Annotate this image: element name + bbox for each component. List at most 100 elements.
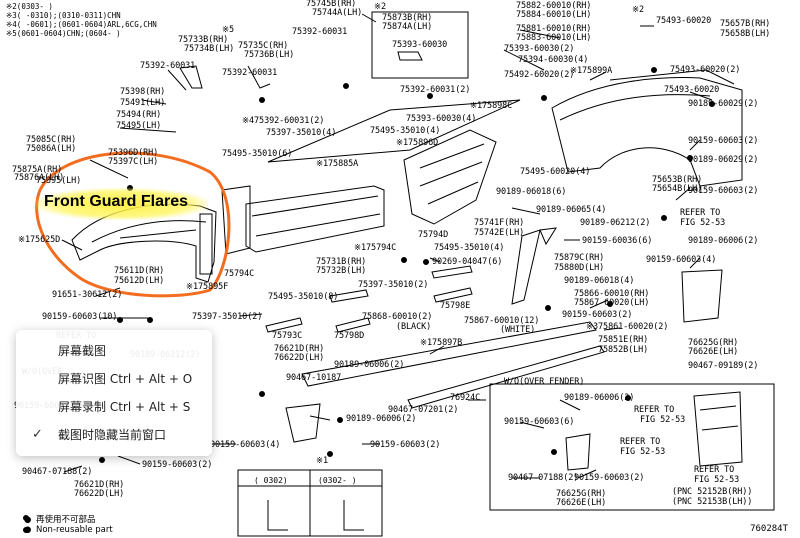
part-number-label: 75742E(LH) — [474, 228, 525, 238]
part-number-label: 90467-07188(2) — [22, 467, 93, 477]
menu-item-label: 屏幕截图 — [58, 344, 107, 358]
context-menu: 屏幕截图 屏幕识图 Ctrl + Alt + O 屏幕录制 Ctrl + Alt… — [16, 330, 212, 456]
part-number-label: 90159-60603(2) — [688, 186, 759, 196]
menu-item-hide-window[interactable]: ✓ 截图时隐藏当前窗口 — [16, 422, 212, 448]
part-number-label: 90159-60036(6) — [582, 236, 653, 246]
part-number-label: 75876A(LH) — [14, 173, 65, 183]
menu-item-label: 屏幕录制 Ctrl + Alt + S — [58, 400, 191, 414]
legend-entry: ●再使用不可部品 — [24, 513, 96, 525]
part-number-label: 75611D(RH) — [114, 266, 165, 276]
part-number-label: 75495-35010(4) — [370, 126, 441, 136]
part-number-label: 76622D(LH) — [74, 489, 125, 499]
mud-flap-part — [285, 403, 321, 443]
part-number-label: 75798D — [334, 331, 365, 341]
part-number-label: 75493-60020(2) — [670, 65, 741, 75]
part-number-label: 75733B(RH) — [178, 35, 229, 45]
part-number-label: 75883-60010(LH) — [516, 33, 592, 43]
part-number-label: ※5 — [222, 25, 235, 35]
header-note: ※4( -0601);(0601-0604)ARL,6CG,CHN — [6, 20, 157, 29]
bracket-part — [343, 500, 364, 531]
upper-panel-part — [267, 99, 521, 163]
part-number-label: ※175898C — [470, 101, 513, 111]
mud-guard-part — [693, 391, 743, 467]
menu-item-screen-recognition[interactable]: 屏幕识图 Ctrl + Alt + O — [16, 366, 212, 392]
part-number-label: 90189-06006(2) — [346, 414, 417, 424]
part-number-label: 75874A(LH) — [382, 22, 433, 32]
part-number-label: 90189-06006(2) — [334, 360, 405, 370]
part-number-label: 75495-35010(6) — [222, 149, 293, 159]
part-number-label: 90269-04047(6) — [432, 257, 503, 267]
part-number-label: 90159-60603(2) — [370, 440, 441, 450]
part-number-label: 75085C(RH) — [26, 135, 77, 145]
part-number-label: 76625G(RH) — [556, 489, 607, 499]
part-number-label: 90159-60603(6) — [504, 417, 575, 427]
part-number-label: ※375861-60020(2) — [586, 322, 669, 332]
part-number-label: FIG 52-53 — [620, 447, 666, 457]
part-number-label: 75397-35010(2) — [358, 280, 429, 290]
guard-detail — [699, 405, 737, 411]
part-number-label: 75868-60010(2) — [362, 312, 433, 322]
part-number-label: 75731B(RH) — [316, 257, 367, 267]
part-number-label: 75395(LH) — [36, 176, 82, 186]
part-number-label: (BLACK) — [396, 322, 432, 332]
part-number-label: 75493-60020 — [664, 85, 720, 95]
part-number-label: ※175794C — [354, 243, 397, 253]
part-number-label: 76621D(RH) — [74, 480, 125, 490]
part-number-label: 76626E(LH) — [688, 347, 739, 357]
menu-item-screenshot[interactable]: 屏幕截图 — [16, 338, 212, 364]
rear-panel-part — [403, 129, 497, 225]
part-number-label: REFER TO — [620, 437, 661, 447]
small-molding — [265, 317, 303, 333]
part-number-label: ※2 — [632, 5, 645, 15]
part-number-label: REFER TO — [694, 465, 735, 475]
part-number-label: 75612D(LH) — [114, 276, 165, 286]
leader-lines — [61, 13, 713, 479]
rocker-molding-part — [301, 321, 597, 387]
bracket-part — [179, 65, 203, 89]
part-number-label: 75875A(RH) — [12, 165, 63, 175]
panel-line — [255, 213, 381, 237]
part-number-label: 90159-60603(2) — [562, 310, 633, 320]
part-number-label: 75884-60010(LH) — [516, 10, 592, 20]
part-number-label: 75653B(RH) — [652, 175, 703, 185]
catalog-number: 760284T — [750, 524, 788, 534]
part-number-label: 75882-60010(RH) — [516, 1, 592, 11]
part-number-label: 75392-60031 — [140, 61, 196, 71]
part-number-label: 75397C(LH) — [108, 157, 159, 167]
part-number-label: 75794C — [224, 269, 255, 279]
part-number-label: 76924C — [450, 393, 481, 403]
part-number-label: 75495-60020(4) — [520, 167, 591, 177]
part-number-label: 76626E(LH) — [556, 498, 607, 508]
part-number-label: 90189-06029(2) — [688, 155, 759, 165]
menu-item-screen-record[interactable]: 屏幕录制 Ctrl + Alt + S — [16, 394, 212, 420]
part-number-label: 90467-07188(2) — [508, 473, 579, 483]
part-number-label: 75392-60031(2) — [400, 85, 471, 95]
part-number-label: ※175897B — [420, 338, 463, 348]
part-number-label: 75397-35010(4) — [266, 128, 337, 138]
small-molding — [329, 289, 369, 303]
flare-edge — [199, 213, 213, 275]
part-number-label: 75654B(LH) — [652, 184, 703, 194]
part-number-label: 75741F(RH) — [474, 218, 525, 228]
part-number-label: 75086A(LH) — [26, 144, 77, 154]
part-number-label: 75873B(RH) — [382, 13, 433, 23]
part-number-label: 75393-60030(4) — [406, 114, 477, 124]
part-number-label: 75736B(LH) — [244, 50, 295, 60]
part-number-label: 75393-60030(2) — [504, 44, 575, 54]
part-number-label: W/O(OVER FENDER) — [504, 377, 585, 387]
part-number-label: 75745B(RH) — [306, 0, 357, 9]
part-number-label: 75493-60020 — [656, 16, 712, 26]
part-number-label: ※475392-60031(2) — [242, 116, 325, 126]
part-number-label: 75398(RH) — [120, 87, 166, 97]
part-number-label: 75392-60031 — [222, 68, 278, 78]
part-number-label: ※175885A — [316, 159, 359, 169]
header-note: ※2(0303- ) — [6, 2, 53, 11]
part-number-label: 75867-60010(12) — [464, 316, 540, 326]
part-number-label: 75852B(LH) — [598, 345, 649, 355]
part-number-label: (PNC 52152B(RH)) — [672, 487, 753, 497]
side-panel-part — [221, 185, 251, 255]
part-number-label: 75879C(RH) — [554, 253, 605, 263]
mud-flap-part — [681, 269, 723, 323]
part-number-label: 75793C — [272, 331, 303, 341]
